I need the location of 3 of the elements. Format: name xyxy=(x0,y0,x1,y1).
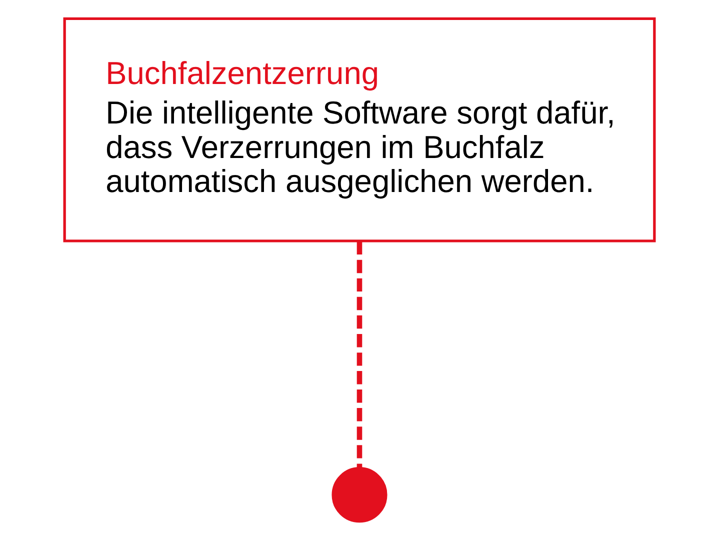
node-box: Buchfalzentzerrung Die intelligente Software sorgt dafür, dass Verzerrungen im Buchfalz automatisch ausgeglichen werden. xyxy=(62,17,656,242)
node-circle xyxy=(331,467,387,523)
connector xyxy=(356,241,362,468)
